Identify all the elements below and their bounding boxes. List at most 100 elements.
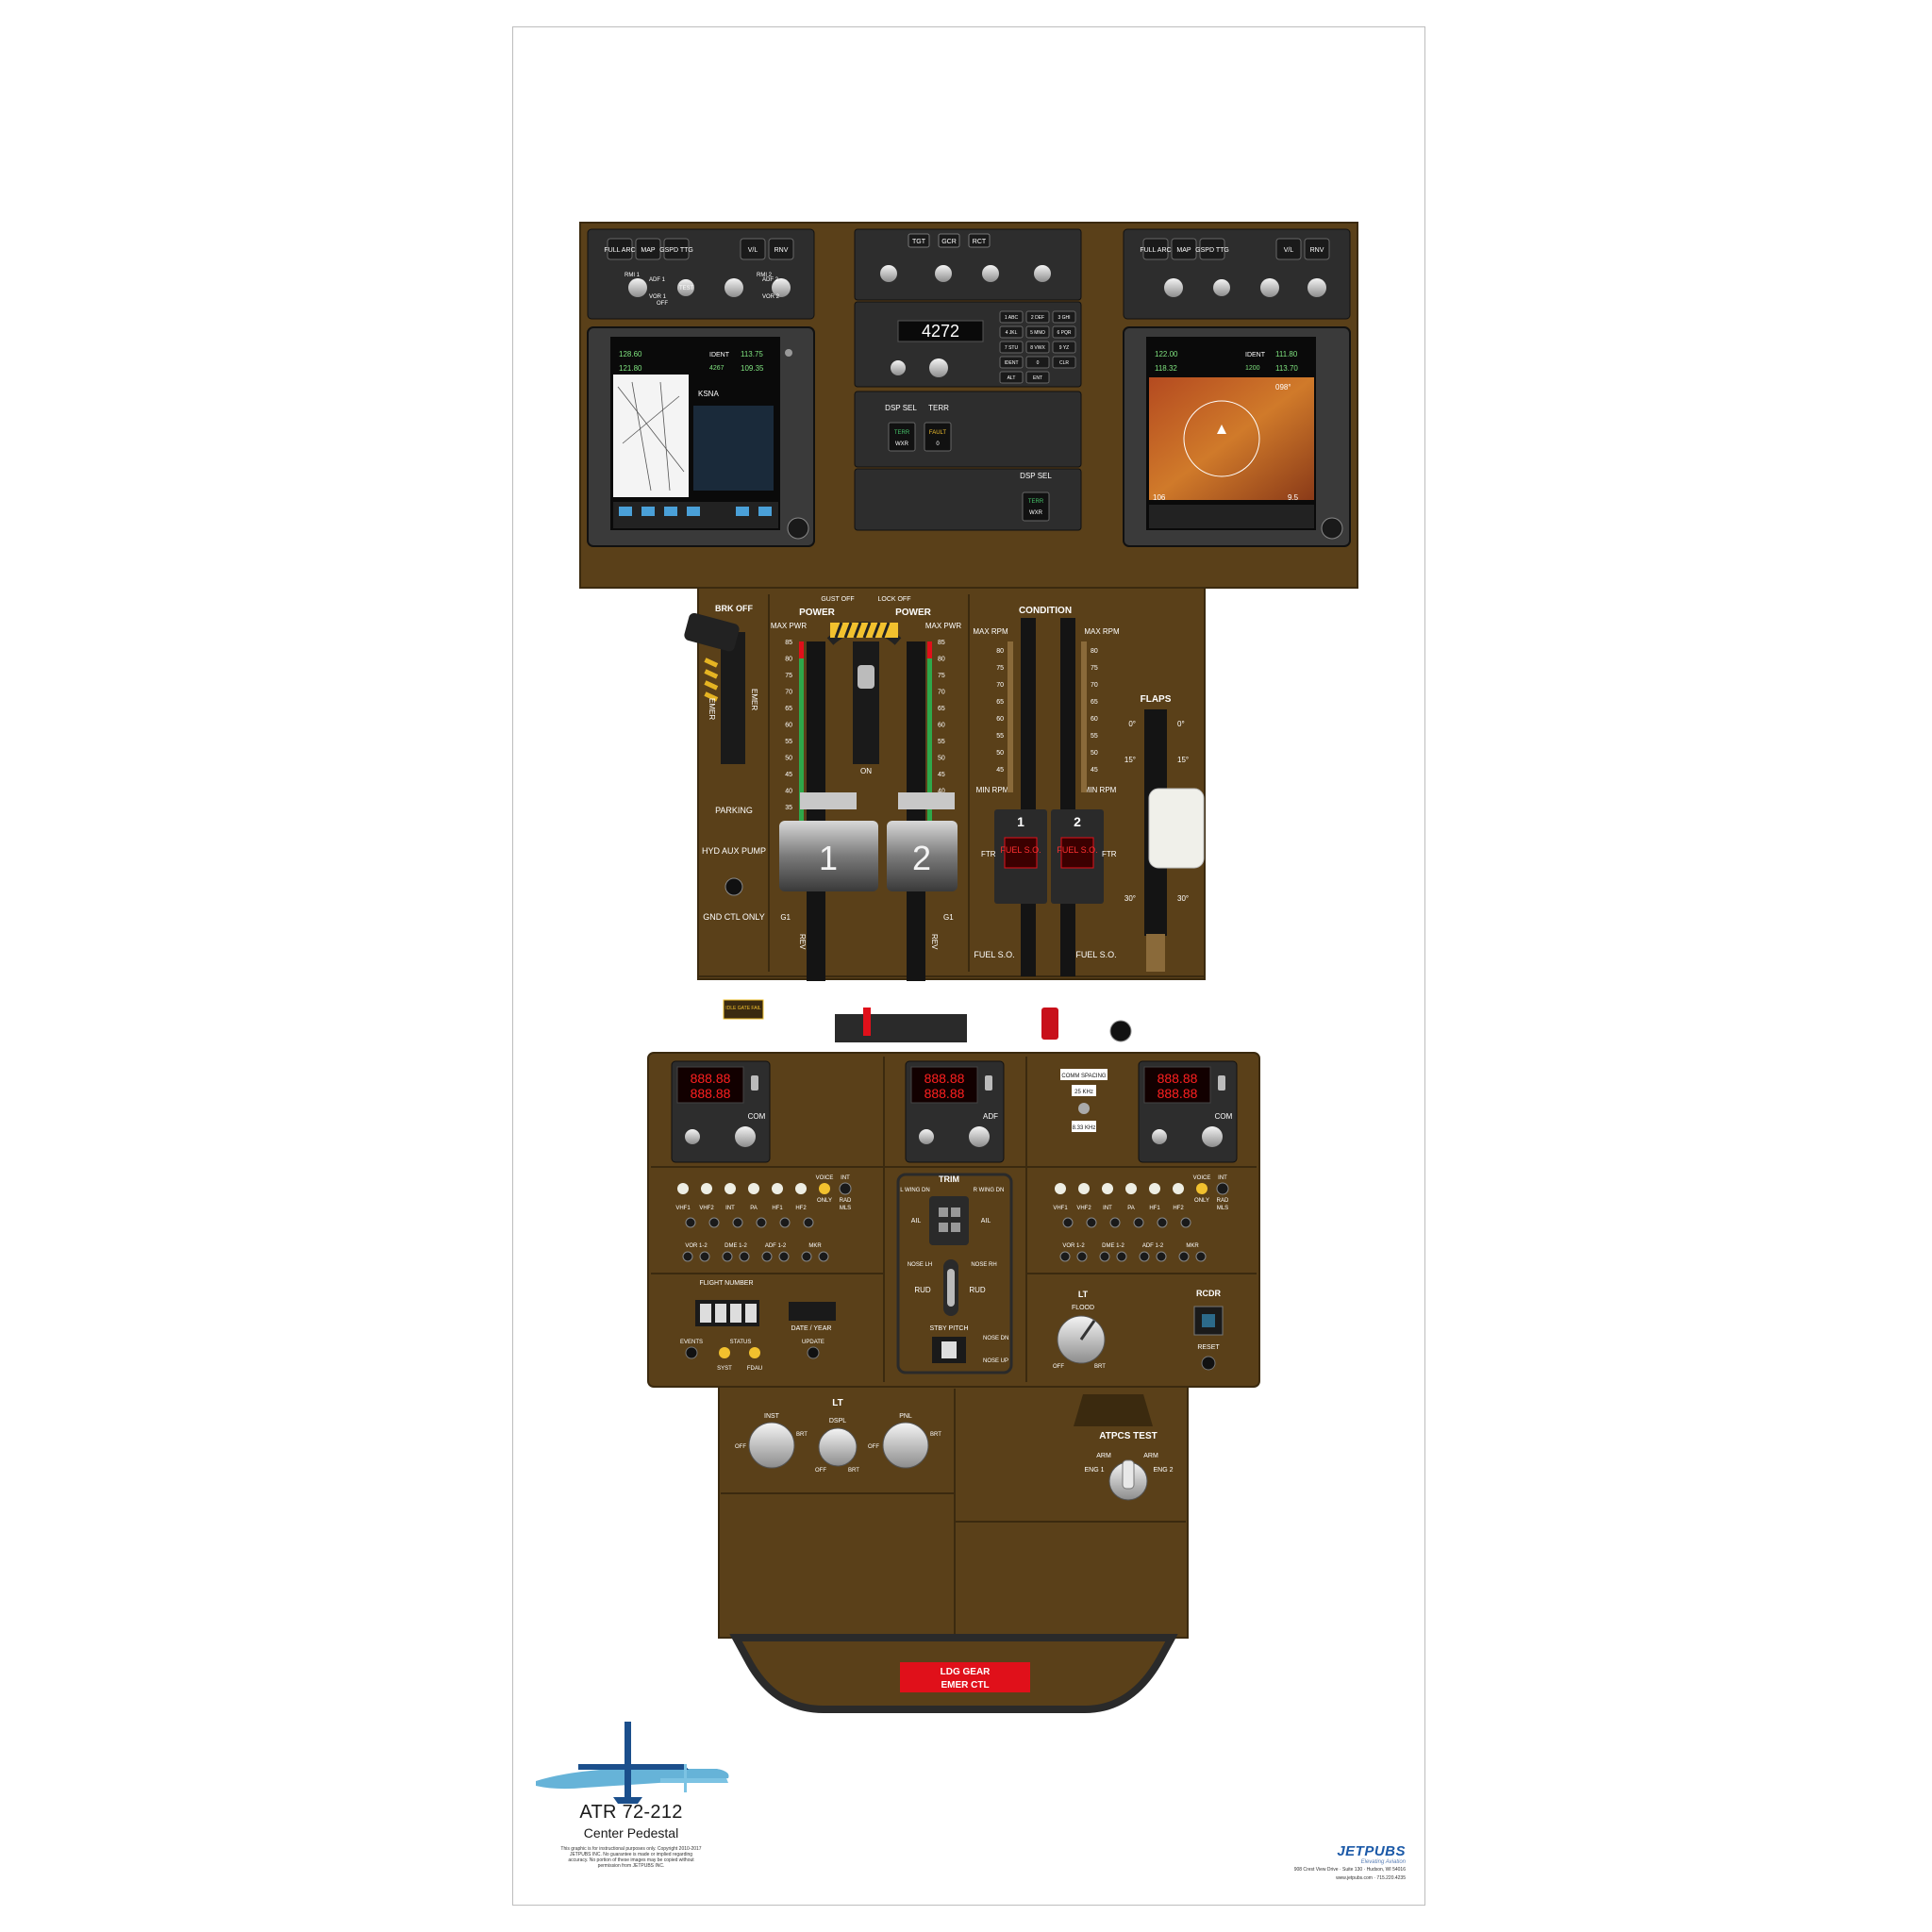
audio-left-top-knob-1[interactable] — [708, 1217, 720, 1228]
audio-right-int-button[interactable] — [1216, 1182, 1229, 1195]
hyd-aux-pump-button[interactable] — [724, 877, 743, 896]
audio-right-bottom-knob-a-3[interactable] — [1178, 1251, 1190, 1262]
audio-right-bottom-knob-b-3[interactable] — [1195, 1251, 1207, 1262]
audio-left-bottom-knob-a-0[interactable] — [682, 1251, 693, 1262]
audio-right-bottom-knob-b-2[interactable] — [1156, 1251, 1167, 1262]
parking-brake-handle[interactable] — [721, 632, 745, 764]
audio-right-bottom-knob-a-1[interactable] — [1099, 1251, 1110, 1262]
xpdr-key-3[interactable] — [999, 325, 1024, 339]
com2-freq-knob[interactable] — [1202, 1126, 1223, 1147]
xpdr-key-6[interactable] — [999, 341, 1024, 354]
xpdr-key-12[interactable] — [999, 371, 1024, 384]
audio-right-top-knob-2[interactable] — [1109, 1217, 1121, 1228]
gcr-button[interactable] — [938, 233, 960, 248]
xpdr-key-10[interactable] — [1025, 356, 1050, 369]
adf-freq-knob[interactable] — [969, 1126, 990, 1147]
rct-button[interactable] — [968, 233, 991, 248]
flight-digit-1[interactable] — [700, 1304, 711, 1323]
aileron-trim-switch[interactable] — [929, 1196, 969, 1245]
audio-right-vol-5[interactable] — [1173, 1183, 1184, 1194]
flight-digit-3[interactable] — [730, 1304, 741, 1323]
rcdr-button[interactable] — [1202, 1314, 1215, 1327]
emer-audio-cancel-switch[interactable] — [1041, 1008, 1058, 1040]
audio-left-bottom-knob-a-1[interactable] — [722, 1251, 733, 1262]
vl-button-r[interactable] — [1275, 238, 1302, 260]
idle-gate-lever[interactable] — [863, 1008, 871, 1036]
vl-button[interactable] — [740, 238, 766, 260]
com1-xfr-switch[interactable] — [751, 1075, 758, 1091]
audio-right-top-knob-3[interactable] — [1133, 1217, 1144, 1228]
left-gtn-knob[interactable] — [787, 517, 809, 540]
xpdr-key-4[interactable] — [1025, 325, 1050, 339]
tgt-button[interactable] — [908, 233, 930, 248]
audio-right-bottom-knob-b-0[interactable] — [1076, 1251, 1088, 1262]
flight-digit-4[interactable] — [745, 1304, 757, 1323]
rmi2-knob-r[interactable] — [1260, 278, 1279, 297]
com1-mode-knob[interactable] — [685, 1129, 700, 1144]
map-button[interactable] — [635, 238, 661, 260]
audio-left-vol-0[interactable] — [677, 1183, 689, 1194]
audio-left-vol-4[interactable] — [772, 1183, 783, 1194]
audio-left-top-knob-4[interactable] — [779, 1217, 791, 1228]
right-gtn-knob[interactable] — [1321, 517, 1343, 540]
rmi2-knob[interactable] — [724, 278, 743, 297]
audio-left-top-knob-0[interactable] — [685, 1217, 696, 1228]
audio-left-bottom-knob-b-0[interactable] — [699, 1251, 710, 1262]
rmi1-knob-r[interactable] — [1164, 278, 1183, 297]
audio-right-top-knob-1[interactable] — [1086, 1217, 1097, 1228]
power-lever-2[interactable] — [887, 821, 958, 891]
audio-left-top-knob-3[interactable] — [756, 1217, 767, 1228]
audio-right-bottom-knob-b-1[interactable] — [1116, 1251, 1127, 1262]
rnv-button-r[interactable] — [1304, 238, 1330, 260]
tilt-knob[interactable] — [1034, 265, 1051, 282]
xpdr-key-7[interactable] — [1025, 341, 1050, 354]
to-config-test-button[interactable] — [1109, 1020, 1132, 1042]
audio-left-bottom-knob-a-2[interactable] — [761, 1251, 773, 1262]
audio-left-vol-3[interactable] — [748, 1183, 759, 1194]
audio-left-bottom-knob-b-3[interactable] — [818, 1251, 829, 1262]
audio-right-top-knob-5[interactable] — [1180, 1217, 1191, 1228]
update-button[interactable] — [807, 1346, 820, 1359]
audio-right-vol-4[interactable] — [1149, 1183, 1160, 1194]
rmi2b-knob-r[interactable] — [1307, 278, 1326, 297]
audio-left-top-knob-5[interactable] — [803, 1217, 814, 1228]
flaps-handle[interactable] — [1148, 788, 1205, 869]
xpdr-key-8[interactable] — [1052, 341, 1076, 354]
pnl-knob[interactable] — [882, 1422, 929, 1469]
gust-lock-handle[interactable] — [858, 665, 874, 689]
adf-xfr-switch[interactable] — [985, 1075, 992, 1091]
audio-left-bottom-knob-a-3[interactable] — [801, 1251, 812, 1262]
mode-knob[interactable] — [935, 265, 952, 282]
events-button[interactable] — [685, 1346, 698, 1359]
test-knob-r[interactable] — [1213, 279, 1230, 296]
ldg-gear-emer-ctl[interactable] — [900, 1662, 1030, 1692]
rudder-trim-knob[interactable] — [947, 1269, 955, 1307]
xpdr-key-0[interactable] — [999, 310, 1024, 324]
com2-mode-knob[interactable] — [1152, 1129, 1167, 1144]
audio-left-bottom-knob-b-1[interactable] — [739, 1251, 750, 1262]
com2-xfr-switch[interactable] — [1218, 1075, 1225, 1091]
gspd-ttg-button[interactable] — [663, 238, 690, 260]
gspd-button-r[interactable] — [1199, 238, 1225, 260]
xpdr-fn-knob[interactable] — [929, 358, 948, 377]
dspl-knob[interactable] — [818, 1427, 858, 1467]
inst-knob[interactable] — [748, 1422, 795, 1469]
rmi1-knob[interactable] — [628, 278, 647, 297]
audio-right-bottom-knob-a-2[interactable] — [1139, 1251, 1150, 1262]
com1-freq-knob[interactable] — [735, 1126, 756, 1147]
map-button-r[interactable] — [1171, 238, 1197, 260]
rnv-button[interactable] — [768, 238, 794, 260]
xpdr-key-11[interactable] — [1052, 356, 1076, 369]
audio-left-bottom-knob-b-2[interactable] — [778, 1251, 790, 1262]
audio-left-int-button[interactable] — [839, 1182, 852, 1195]
audio-left-vol-1[interactable] — [701, 1183, 712, 1194]
jetpubs-logo[interactable]: JETPUBS Elevating Aviation 908 Crest Vie… — [1278, 1843, 1406, 1882]
test-knob[interactable] — [677, 279, 694, 296]
power-lever-1[interactable] — [779, 821, 878, 891]
audio-right-top-knob-0[interactable] — [1062, 1217, 1074, 1228]
audio-left-top-knob-2[interactable] — [732, 1217, 743, 1228]
xpdr-key-2[interactable] — [1052, 310, 1076, 324]
audio-right-vol-0[interactable] — [1055, 1183, 1066, 1194]
fault-button[interactable] — [924, 422, 952, 452]
audio-left-vol-2[interactable] — [724, 1183, 736, 1194]
